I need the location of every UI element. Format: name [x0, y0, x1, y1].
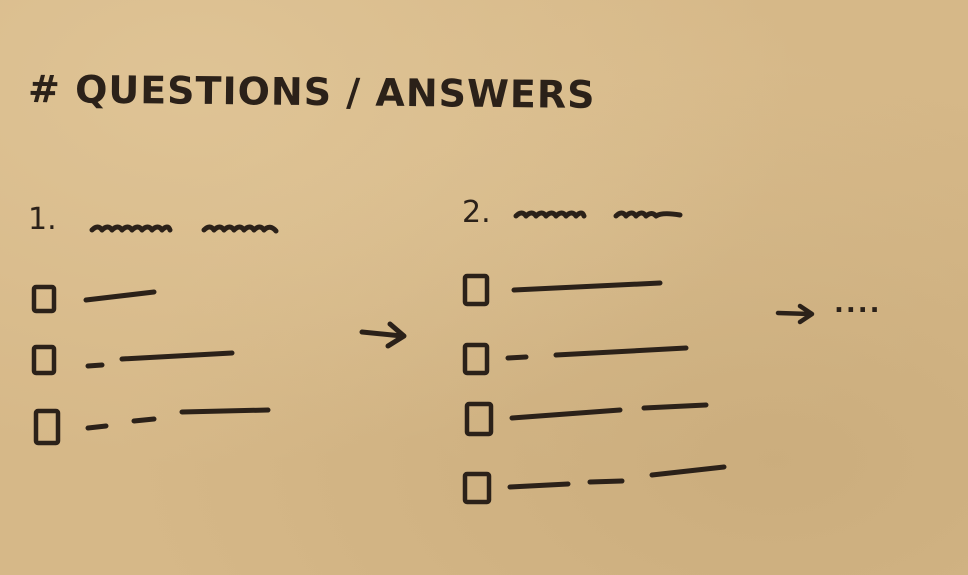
- continuation-arrow: [775, 303, 815, 325]
- question-2-answer-1[interactable]: [462, 273, 663, 307]
- checkbox[interactable]: [462, 273, 490, 307]
- question-2-scribble: [513, 210, 683, 219]
- answer-line: [85, 407, 271, 431]
- question-1-answer-1[interactable]: [31, 284, 157, 314]
- checkbox[interactable]: [464, 401, 494, 437]
- answer-line: [83, 289, 157, 303]
- checkbox[interactable]: [33, 408, 61, 446]
- answer-line: [85, 350, 235, 369]
- question-1-number: 1.: [28, 202, 57, 237]
- answer-line: [507, 464, 727, 490]
- next-arrow: [359, 321, 407, 349]
- question-1-scribble: [89, 224, 279, 234]
- answer-line: [511, 280, 663, 293]
- question-1-answer-2[interactable]: [31, 344, 235, 376]
- question-1-answer-3[interactable]: [33, 407, 271, 446]
- question-2-answer-3[interactable]: [464, 401, 709, 437]
- question-2-answer-4[interactable]: [462, 464, 727, 505]
- checkbox[interactable]: [31, 284, 57, 314]
- checkbox[interactable]: [462, 471, 492, 505]
- question-2-number: 2.: [462, 195, 491, 230]
- answer-line: [509, 402, 709, 421]
- answer-line: [505, 345, 689, 361]
- continuation-ellipsis: ....: [834, 289, 882, 319]
- checkbox[interactable]: [462, 342, 490, 376]
- question-2-answer-2[interactable]: [462, 342, 689, 376]
- checkbox[interactable]: [31, 344, 57, 376]
